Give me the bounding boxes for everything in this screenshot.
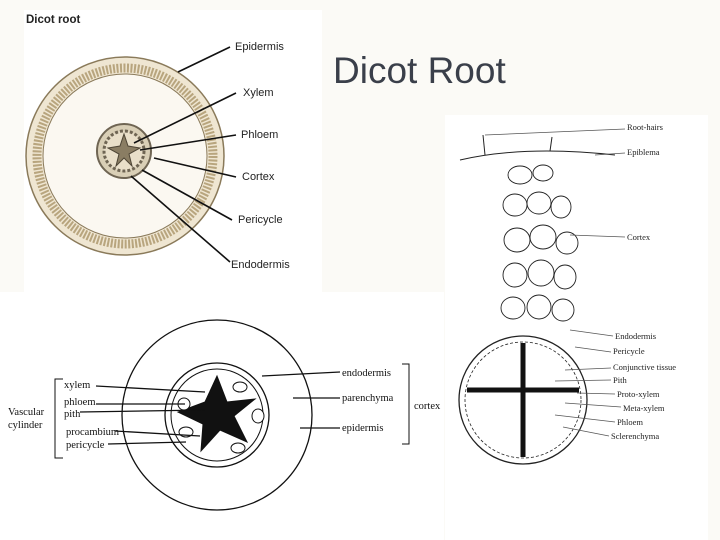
label-phloem: Phloem (241, 129, 278, 141)
dicot-root-diagram: Dicot root Epidermis Xylem Phloem Cortex… (24, 10, 322, 294)
label-c-proto-xylem: Proto-xylem (617, 389, 660, 399)
epiblema-cells (459, 134, 616, 161)
label-c-cortex: Cortex (627, 232, 651, 242)
label-b-vascular: Vascular (8, 407, 45, 418)
diagram-a-heading: Dicot root (26, 14, 80, 26)
root-section-svg: Root-hairs Epiblema Cortex Endodermis Pe… (458, 122, 676, 465)
xylem-star (106, 132, 142, 168)
label-c-endodermis: Endodermis (615, 331, 656, 341)
diagram-c-labels: Root-hairs Epiblema Cortex Endodermis Pe… (611, 122, 676, 441)
label-c-conjunctive: Conjunctive tissue (613, 362, 676, 372)
diagram-b-leaders (79, 371, 341, 445)
slide-title: Dicot Root (333, 50, 506, 91)
label-b-parenchyma: parenchyma (342, 393, 394, 404)
label-c-epiblema: Epiblema (627, 147, 660, 157)
diagram-b-left-labels: xylem phloem pith procambium pericycle V… (8, 380, 119, 451)
label-b-pith: pith (64, 409, 81, 420)
cortex-bracket (402, 363, 410, 445)
vascular-cylinder-svg: xylem phloem pith procambium pericycle V… (8, 319, 441, 511)
label-c-meta-xylem: Meta-xylem (623, 403, 665, 413)
label-cortex: Cortex (242, 171, 275, 183)
label-b-cylinder: cylinder (8, 420, 43, 431)
pericycle-ring-c (464, 341, 582, 459)
label-epidermis: Epidermis (235, 41, 284, 53)
root-section-sketch: Root-hairs Epiblema Cortex Endodermis Pe… (445, 115, 708, 540)
label-c-phloem: Phloem (617, 417, 643, 427)
label-pericycle: Pericycle (238, 214, 283, 226)
label-b-endodermis: endodermis (342, 368, 391, 379)
label-c-pith: Pith (613, 375, 627, 385)
cortex-cells (500, 164, 579, 322)
label-xylem: Xylem (243, 87, 274, 99)
hypodermis-ring (32, 63, 218, 249)
xylem-arms-c (467, 343, 579, 457)
label-b-cortex: cortex (414, 401, 441, 412)
label-b-pericycle: pericycle (66, 440, 105, 451)
vascular-cylinder-diagram: xylem phloem pith procambium pericycle V… (0, 292, 444, 540)
diagram-a-labels: Epidermis Xylem Phloem Cortex Pericycle … (231, 41, 290, 271)
label-c-pericycle: Pericycle (613, 346, 645, 356)
label-b-phloem: phloem (64, 397, 96, 408)
diagram-b-right-labels: endodermis parenchyma epidermis cortex (342, 368, 441, 434)
diagram-c-leaders (484, 128, 626, 437)
label-c-sclerenchyma: Sclerenchyma (611, 431, 659, 441)
label-b-procambium: procambium (66, 427, 119, 438)
label-b-xylem: xylem (64, 380, 90, 391)
label-c-root-hairs: Root-hairs (627, 122, 663, 132)
vascular-bracket (54, 378, 63, 459)
label-endodermis: Endodermis (231, 259, 290, 271)
diagram-a-leaders (130, 46, 237, 263)
dicot-root-svg: Dicot root Epidermis Xylem Phloem Cortex… (25, 14, 290, 271)
label-b-epidermis: epidermis (342, 423, 383, 434)
